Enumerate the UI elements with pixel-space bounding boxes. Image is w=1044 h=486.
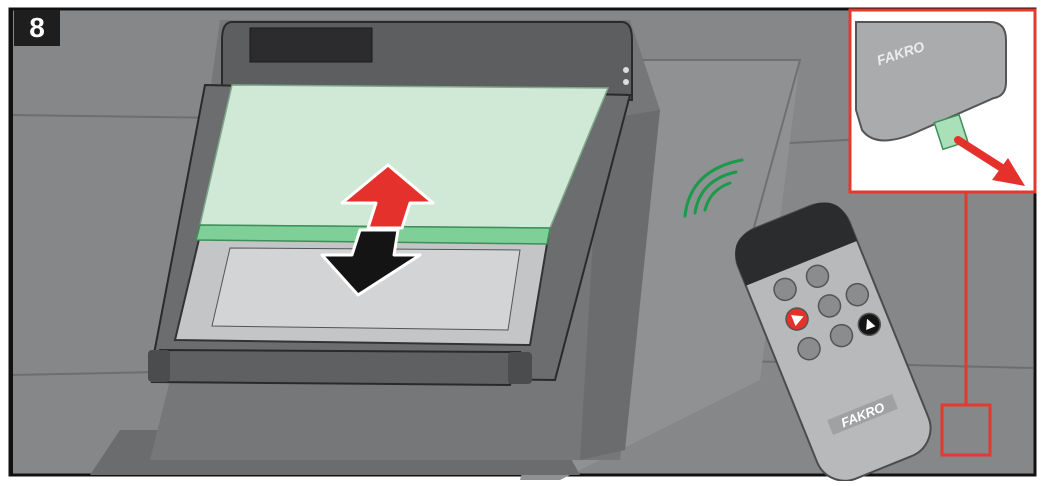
step-number-badge: 8	[14, 10, 60, 46]
window-sill	[152, 350, 520, 385]
frame-corner-left	[148, 350, 170, 382]
callout-box: FAKRO	[850, 10, 1035, 192]
frame-corner-right	[508, 352, 532, 384]
